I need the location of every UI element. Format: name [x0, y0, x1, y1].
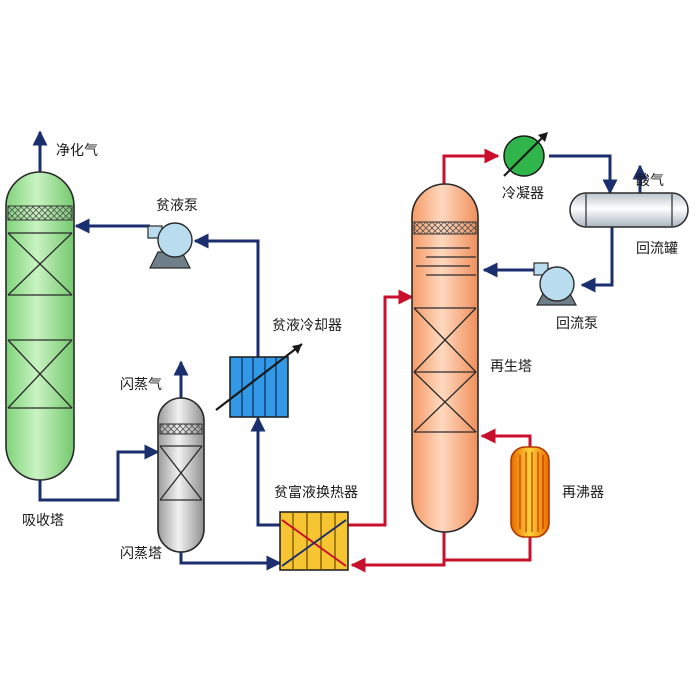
rich-to-flash-line	[38, 444, 160, 502]
label-flash-tower: 闪蒸塔	[120, 546, 162, 562]
label-heat-exchanger: 贫富液换热器	[274, 484, 358, 501]
label-reflux-drum: 回流罐	[636, 241, 678, 257]
label-reboiler: 再沸器	[562, 485, 604, 501]
lean-rich-exchanger[interactable]	[279, 511, 349, 571]
label-flash-gas: 闪蒸气	[120, 377, 162, 393]
label-lean-cooler: 贫液冷却器	[272, 318, 342, 334]
cooled-lean-line	[193, 233, 260, 357]
condensate-line	[549, 154, 618, 195]
lean-cooler[interactable]	[215, 343, 303, 418]
label-acid-gas: 酸气	[636, 173, 664, 189]
lean-pump[interactable]	[147, 222, 193, 269]
reboiler-feed-line	[444, 537, 532, 562]
regenerator-tower[interactable]	[411, 183, 479, 533]
drum-to-pump-line	[580, 226, 614, 293]
label-absorber: 吸收塔	[22, 513, 64, 529]
label-condenser: 冷凝器	[502, 186, 544, 202]
label-regenerator: 再生塔	[490, 359, 532, 375]
label-lean-pump: 贫液泵	[156, 198, 198, 214]
condenser[interactable]	[503, 132, 548, 177]
label-purified-gas: 净化气	[56, 143, 98, 159]
overhead-vapor-line	[442, 148, 500, 184]
reboiler[interactable]	[510, 446, 550, 538]
rich-to-regenerator-line	[348, 289, 414, 527]
flash-tower[interactable]	[157, 397, 205, 553]
label-reflux-pump: 回流泵	[556, 316, 598, 332]
reflux-drum[interactable]	[569, 192, 689, 228]
lean-to-cooler-line	[250, 416, 282, 527]
absorber-tower[interactable]	[5, 171, 75, 481]
hot-lean-return-line	[350, 530, 446, 573]
reflux-pump[interactable]	[533, 262, 577, 306]
reboiler-return-line	[480, 428, 532, 447]
flash-to-exchanger-line	[179, 552, 282, 571]
